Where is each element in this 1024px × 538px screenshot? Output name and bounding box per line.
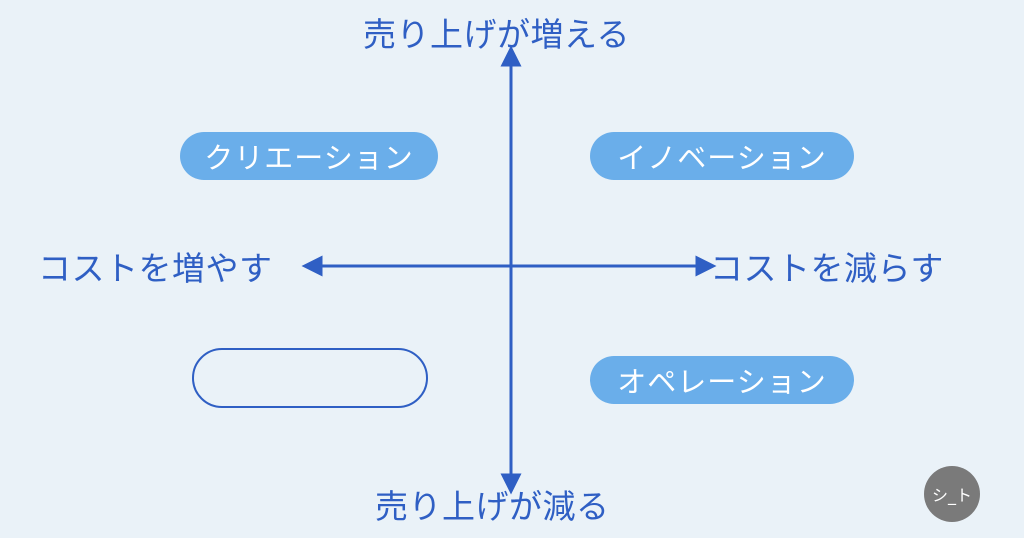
quadrant-innovation-pill: イノベーション xyxy=(590,132,854,180)
right-axis-label: コストを減らす xyxy=(710,249,944,288)
quadrant-operation-pill: オペレーション xyxy=(590,356,854,404)
bottom-axis-label: 売り上げが減る xyxy=(375,487,610,526)
left-axis-label: コストを増やす xyxy=(38,249,273,288)
top-axis-label: 売り上げが増える xyxy=(363,15,631,54)
avatar: シ_ト xyxy=(924,466,980,522)
quadrant-creation-pill: クリエーション xyxy=(180,132,438,180)
quadrant-blank-pill xyxy=(192,348,428,408)
